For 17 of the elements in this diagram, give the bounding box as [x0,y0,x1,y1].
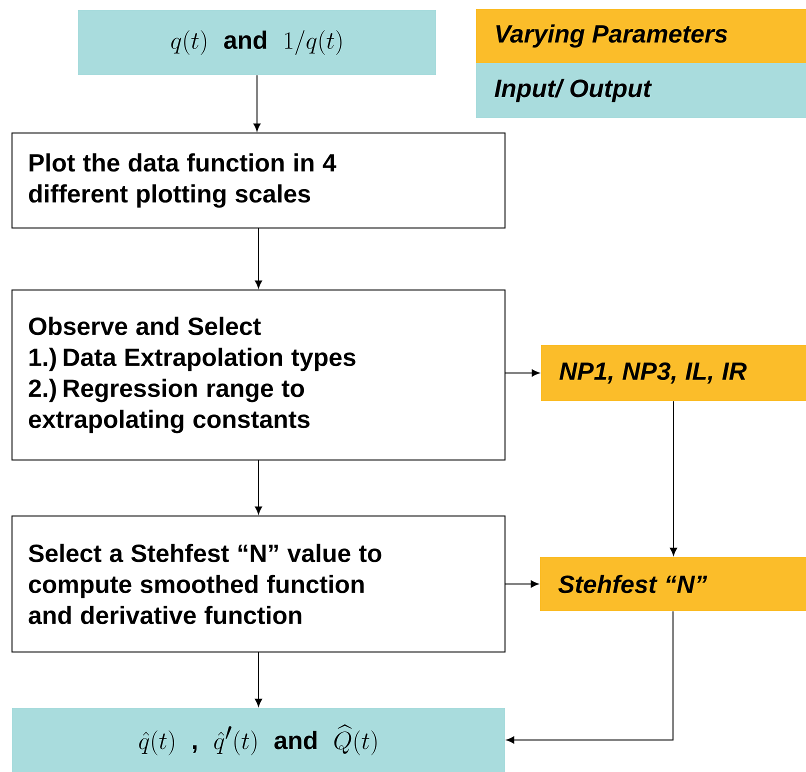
legend-item: Varying Parameters [476,9,806,63]
input-output-box: $\hat{q}(t)$ , $\hat{q}'(t)$ and $\widehat{Q}(t)$ [12,708,505,772]
arrow [505,580,539,588]
input-output-box: $q(t)$ and $1/q(t)$ [78,10,436,75]
process-box: Observe and Select 1.) Data Extrapolation types 2.) Regression range to extrapolating constants [12,290,506,460]
process-box: Select a Stehfest “N” value to compute smoothed function and derivative function [12,516,506,652]
legend-item: Input/ Output [476,63,806,118]
arrow [505,369,540,377]
parameter-box: NP1, NP3, IL, IR [541,345,806,401]
arrow [253,74,261,132]
process-box: Plot the data function in 4 different plotting scales [12,132,506,228]
arrow [254,228,262,288]
parameter-box: Stehfest “N” [540,557,806,611]
arrow [670,400,678,556]
arrow [254,652,262,707]
arrow [254,460,262,514]
arrow [506,610,674,744]
